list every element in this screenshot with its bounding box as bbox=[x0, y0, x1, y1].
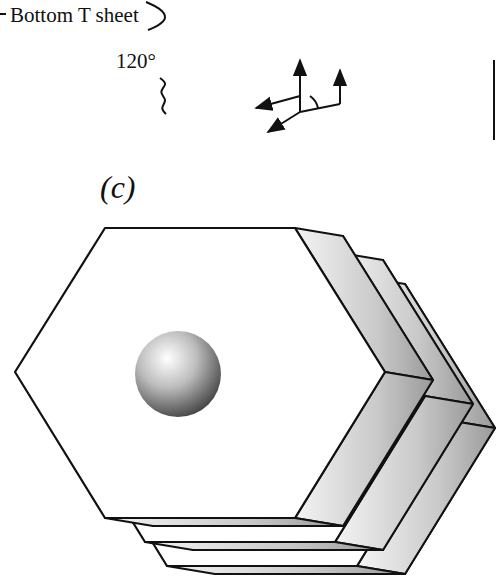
brace-curve bbox=[146, 2, 165, 30]
axis-line bbox=[299, 96, 301, 112]
annotation-label: 120° bbox=[116, 50, 156, 73]
plate-front-face bbox=[15, 228, 385, 518]
leader-dash bbox=[0, 13, 6, 15]
axis-arrow bbox=[299, 60, 301, 96]
axis-arrow bbox=[268, 112, 300, 132]
hex-plate bbox=[15, 228, 433, 526]
axis-line bbox=[493, 60, 495, 140]
sphere bbox=[135, 331, 221, 417]
plate-side-face bbox=[105, 518, 343, 526]
plate-side-face bbox=[167, 566, 405, 574]
axis-arrow bbox=[339, 70, 341, 104]
annotation-label: Bottom T sheet bbox=[10, 4, 139, 27]
plate-side-face bbox=[145, 542, 383, 550]
panel-label: (c) bbox=[100, 170, 136, 205]
axis-line bbox=[300, 104, 340, 112]
angle-arc bbox=[310, 96, 318, 108]
axis-arrow bbox=[256, 96, 300, 108]
squiggle-leader bbox=[160, 78, 166, 114]
